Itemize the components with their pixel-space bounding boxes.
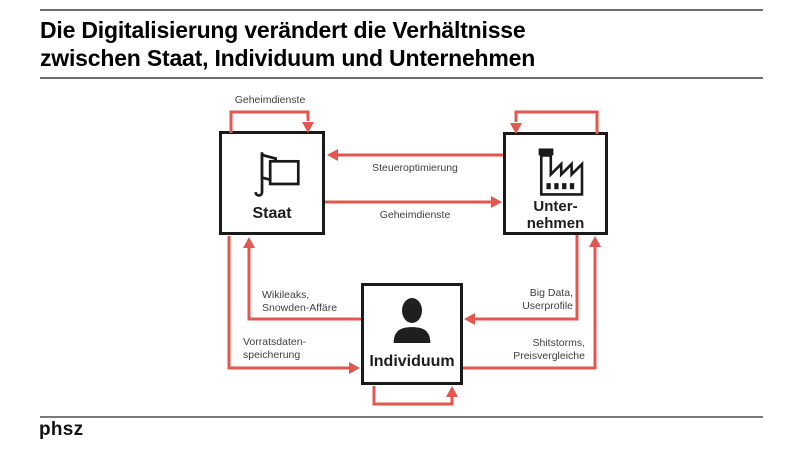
node-individuum: Individuum	[361, 283, 463, 385]
flag-icon	[243, 145, 301, 203]
edge-unternehmen-self-loop	[510, 110, 599, 134]
node-staat: Staat	[219, 131, 325, 235]
edge-label-vorratsdaten: Vorratsdaten- speicherung	[243, 336, 307, 361]
title-rule	[40, 77, 763, 79]
edge-label-bigdata: Big Data, Userprofile	[522, 287, 573, 312]
edge-label-steueroptimierung: Steueroptimierung	[372, 162, 458, 174]
edge-label-wikileaks: Wikileaks, Snowden-Affäre	[262, 289, 338, 314]
edge-steueroptimierung	[327, 149, 503, 161]
edge-individuum-self-loop	[372, 386, 458, 406]
top-rule	[40, 9, 763, 11]
page-title: Die Digitalisierung verändert die Verhäl…	[40, 17, 536, 71]
footer-rule	[40, 416, 763, 418]
edge-geheimdienste	[325, 196, 502, 208]
node-unternehmen-label: Unter- nehmen	[526, 198, 585, 232]
node-individuum-label: Individuum	[369, 353, 455, 370]
phsz-logo: phsz	[39, 419, 84, 440]
edge-label-shitstorms: Shitstorms, Preisvergleiche	[513, 337, 585, 362]
edge-staat-self-loop	[229, 110, 314, 133]
edge-label-geheimdienste-top: Geheimdienste	[234, 94, 306, 106]
edge-label-geheimdienste-mid: Geheimdienste	[379, 209, 451, 221]
person-icon	[387, 295, 437, 351]
node-unternehmen: Unter- nehmen	[503, 132, 608, 235]
factory-icon	[528, 145, 584, 197]
node-staat-label: Staat	[252, 205, 292, 222]
